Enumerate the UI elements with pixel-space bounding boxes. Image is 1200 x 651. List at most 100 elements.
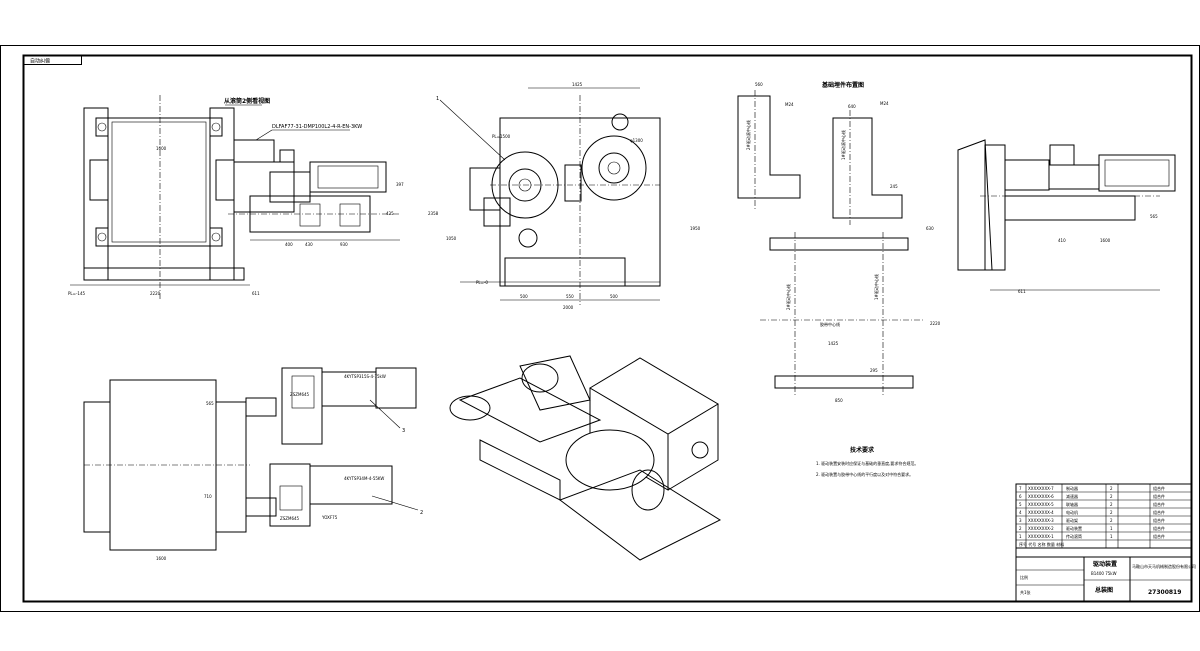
dim-d9: 2358 <box>428 211 439 216</box>
row-name: 驱动架 <box>1066 517 1078 523</box>
view-plan: ZSZM645 ZSZM645 4KYTSP315S-4-75kW 4KYTSP… <box>83 367 423 561</box>
inner-border <box>22 54 1193 603</box>
dim-d1: 1600 <box>156 146 167 151</box>
row-mat: 组合件 <box>1153 517 1165 523</box>
motor-code-3: 4KYTSP34M-4-55KW <box>344 476 384 481</box>
drawing-spec: B1400 75kW <box>1091 571 1117 576</box>
foundation-title: 基础埋件布置图 <box>821 81 864 89</box>
company-name: 马鞍山市天马机械制造股份有限公司 <box>1132 563 1196 569</box>
dim-d28: 430 <box>305 242 313 247</box>
coupling-label: YOXF75 <box>321 515 338 520</box>
row-mat: 组合件 <box>1153 485 1165 491</box>
dim-d29: 425 <box>386 211 394 216</box>
motor-code-1: DLFAF77-31-DMP100L2-4-R-EN-3KW <box>272 124 362 130</box>
callout-3: 3 <box>402 428 405 434</box>
row-qty: 1 <box>1110 526 1113 531</box>
dim-d27: 400 <box>285 242 293 247</box>
row-mat: 组合件 <box>1153 501 1165 507</box>
dim-d20: 710 <box>204 494 212 499</box>
row-name: 制动器 <box>1066 485 1078 491</box>
row-name: 传动滚筒 <box>1066 533 1082 539</box>
drawing-number: 27300819 <box>1148 589 1181 596</box>
dim-d12: 1425 <box>828 341 839 346</box>
technical-notes: 技术要求 1. 驱动装置安装时应保证与基础的垂直度,要求符合规范。 2. 驱动装… <box>816 446 918 477</box>
title-block-row-4: 4 XXXXXXXX-4 电动机 2 组合件 <box>1019 509 1165 515</box>
dim-ph4: φ1300 <box>630 138 643 143</box>
dim-ph5: M24 <box>785 102 794 107</box>
row-name: 联轴器 <box>1066 501 1078 507</box>
dim-d17: 565 <box>1150 214 1158 219</box>
dim-d13: 560 <box>755 82 763 87</box>
foundation-label-b: 1#驱动滚中心线 <box>840 130 846 160</box>
row-mat: 组合件 <box>1153 525 1165 531</box>
title-block-row-1: 7 XXXXXXXX-7 制动器 2 组合件 <box>1019 485 1165 491</box>
view-isometric <box>449 355 722 561</box>
row-no: 5 <box>1019 502 1022 507</box>
row-mat: 组合件 <box>1153 509 1165 515</box>
row-name: 驱动装置 <box>1066 525 1082 531</box>
view-side-left: 从滚筒2侧看视图 DLFAF77-31-DMP100L2-4-R-EN-3KW <box>68 95 404 300</box>
row-code: XXXXXXXX-7 <box>1028 486 1054 491</box>
foundation-label-d: 1#驱动中心线 <box>873 274 879 300</box>
row-code: XXXXXXXX-1 <box>1028 534 1054 539</box>
dim-d7: 550 <box>566 294 574 299</box>
scale-label: 比例 <box>1020 574 1028 580</box>
row-no: 7 <box>1019 486 1022 491</box>
row-code: XXXXXXXX-5 <box>1028 502 1054 507</box>
dim-ph2: PL=-0 <box>476 280 488 285</box>
view-front-middle: 1 1425 PL=1500 φ1300 2358 1050 1950 PL=-… <box>428 82 701 310</box>
row-code: XXXXXXXX-6 <box>1028 494 1054 499</box>
dim-d30: 397 <box>396 182 404 187</box>
row-qty: 2 <box>1110 486 1113 491</box>
motor-code-2: 4KYTSP315S-4-75kW <box>344 374 386 379</box>
row-mat: 组合件 <box>1153 493 1165 499</box>
dim-ph1: PL=1500 <box>492 134 511 139</box>
notes-line-2: 2. 驱动装置与胶带中心线的平行度以及对中符合要求。 <box>816 471 913 477</box>
foundation-label-e: 胶带中心线 <box>820 321 840 327</box>
dim-d21: 245 <box>890 184 898 189</box>
corner-tab-text: 自动纠偏 <box>30 58 50 65</box>
callout-1: 1 <box>436 96 439 102</box>
dim-d26: 2220 <box>930 321 941 326</box>
dim-d15: 930 <box>340 242 348 247</box>
row-qty: 2 <box>1110 494 1113 499</box>
title-block-header: 序号 代号 名称 数量 材料 <box>1019 541 1064 547</box>
row-code: XXXXXXXX-3 <box>1028 518 1054 523</box>
dim-d10: 1050 <box>446 236 457 241</box>
row-name: 电动机 <box>1066 509 1078 515</box>
front-view-title: 从滚筒2侧看视图 <box>224 97 270 105</box>
row-no: 2 <box>1019 526 1022 531</box>
dim-d8: 500 <box>610 294 618 299</box>
title-block-row-7: 1 XXXXXXXX-1 传动滚筒 1 组合件 <box>1019 533 1165 539</box>
dim-d4: 1425 <box>572 82 583 87</box>
notes-title: 技术要求 <box>850 446 875 454</box>
dim-ph6: M24 <box>880 101 889 106</box>
dim-d24: 850 <box>835 398 843 403</box>
dim-d3: 611 <box>252 291 260 296</box>
corner-tab <box>23 55 82 65</box>
dim-d16b: 1600 <box>156 556 167 561</box>
dim-ph3: PL=-145 <box>68 291 86 296</box>
dim-d11: 1950 <box>690 226 701 231</box>
dim-d16: 1600 <box>1100 238 1111 243</box>
view-side-right: 1600 410 611 565 <box>957 139 1176 294</box>
sheet-label: 共1张 <box>1020 589 1031 595</box>
dim-d5: 2000 <box>563 305 574 310</box>
row-qty: 2 <box>1110 518 1113 523</box>
title-block: 7 XXXXXXXX-7 制动器 2 组合件 6 XXXXXXXX-6 减速器 … <box>1015 483 1196 602</box>
callout-2: 2 <box>420 510 423 516</box>
notes-line-1: 1. 驱动装置安装时应保证与基础的垂直度,要求符合规范。 <box>816 460 918 466</box>
title-block-row-5: 3 XXXXXXXX-3 驱动架 2 组合件 <box>1019 517 1165 523</box>
row-qty: 2 <box>1110 502 1113 507</box>
title-block-row-3: 5 XXXXXXXX-5 联轴器 2 组合件 <box>1019 501 1165 507</box>
row-name: 减速器 <box>1066 493 1078 499</box>
reducer-2: ZSZM645 <box>280 516 300 521</box>
dim-d3b: 611 <box>1018 289 1026 294</box>
dim-d25: 630 <box>926 226 934 231</box>
foundation-label-c: 2#驱动中心线 <box>785 284 791 310</box>
row-code: XXXXXXXX-4 <box>1028 510 1054 515</box>
reducer-1: ZSZM645 <box>290 392 310 397</box>
row-code: XXXXXXXX-2 <box>1028 526 1054 531</box>
row-qty: 1 <box>1110 534 1113 539</box>
